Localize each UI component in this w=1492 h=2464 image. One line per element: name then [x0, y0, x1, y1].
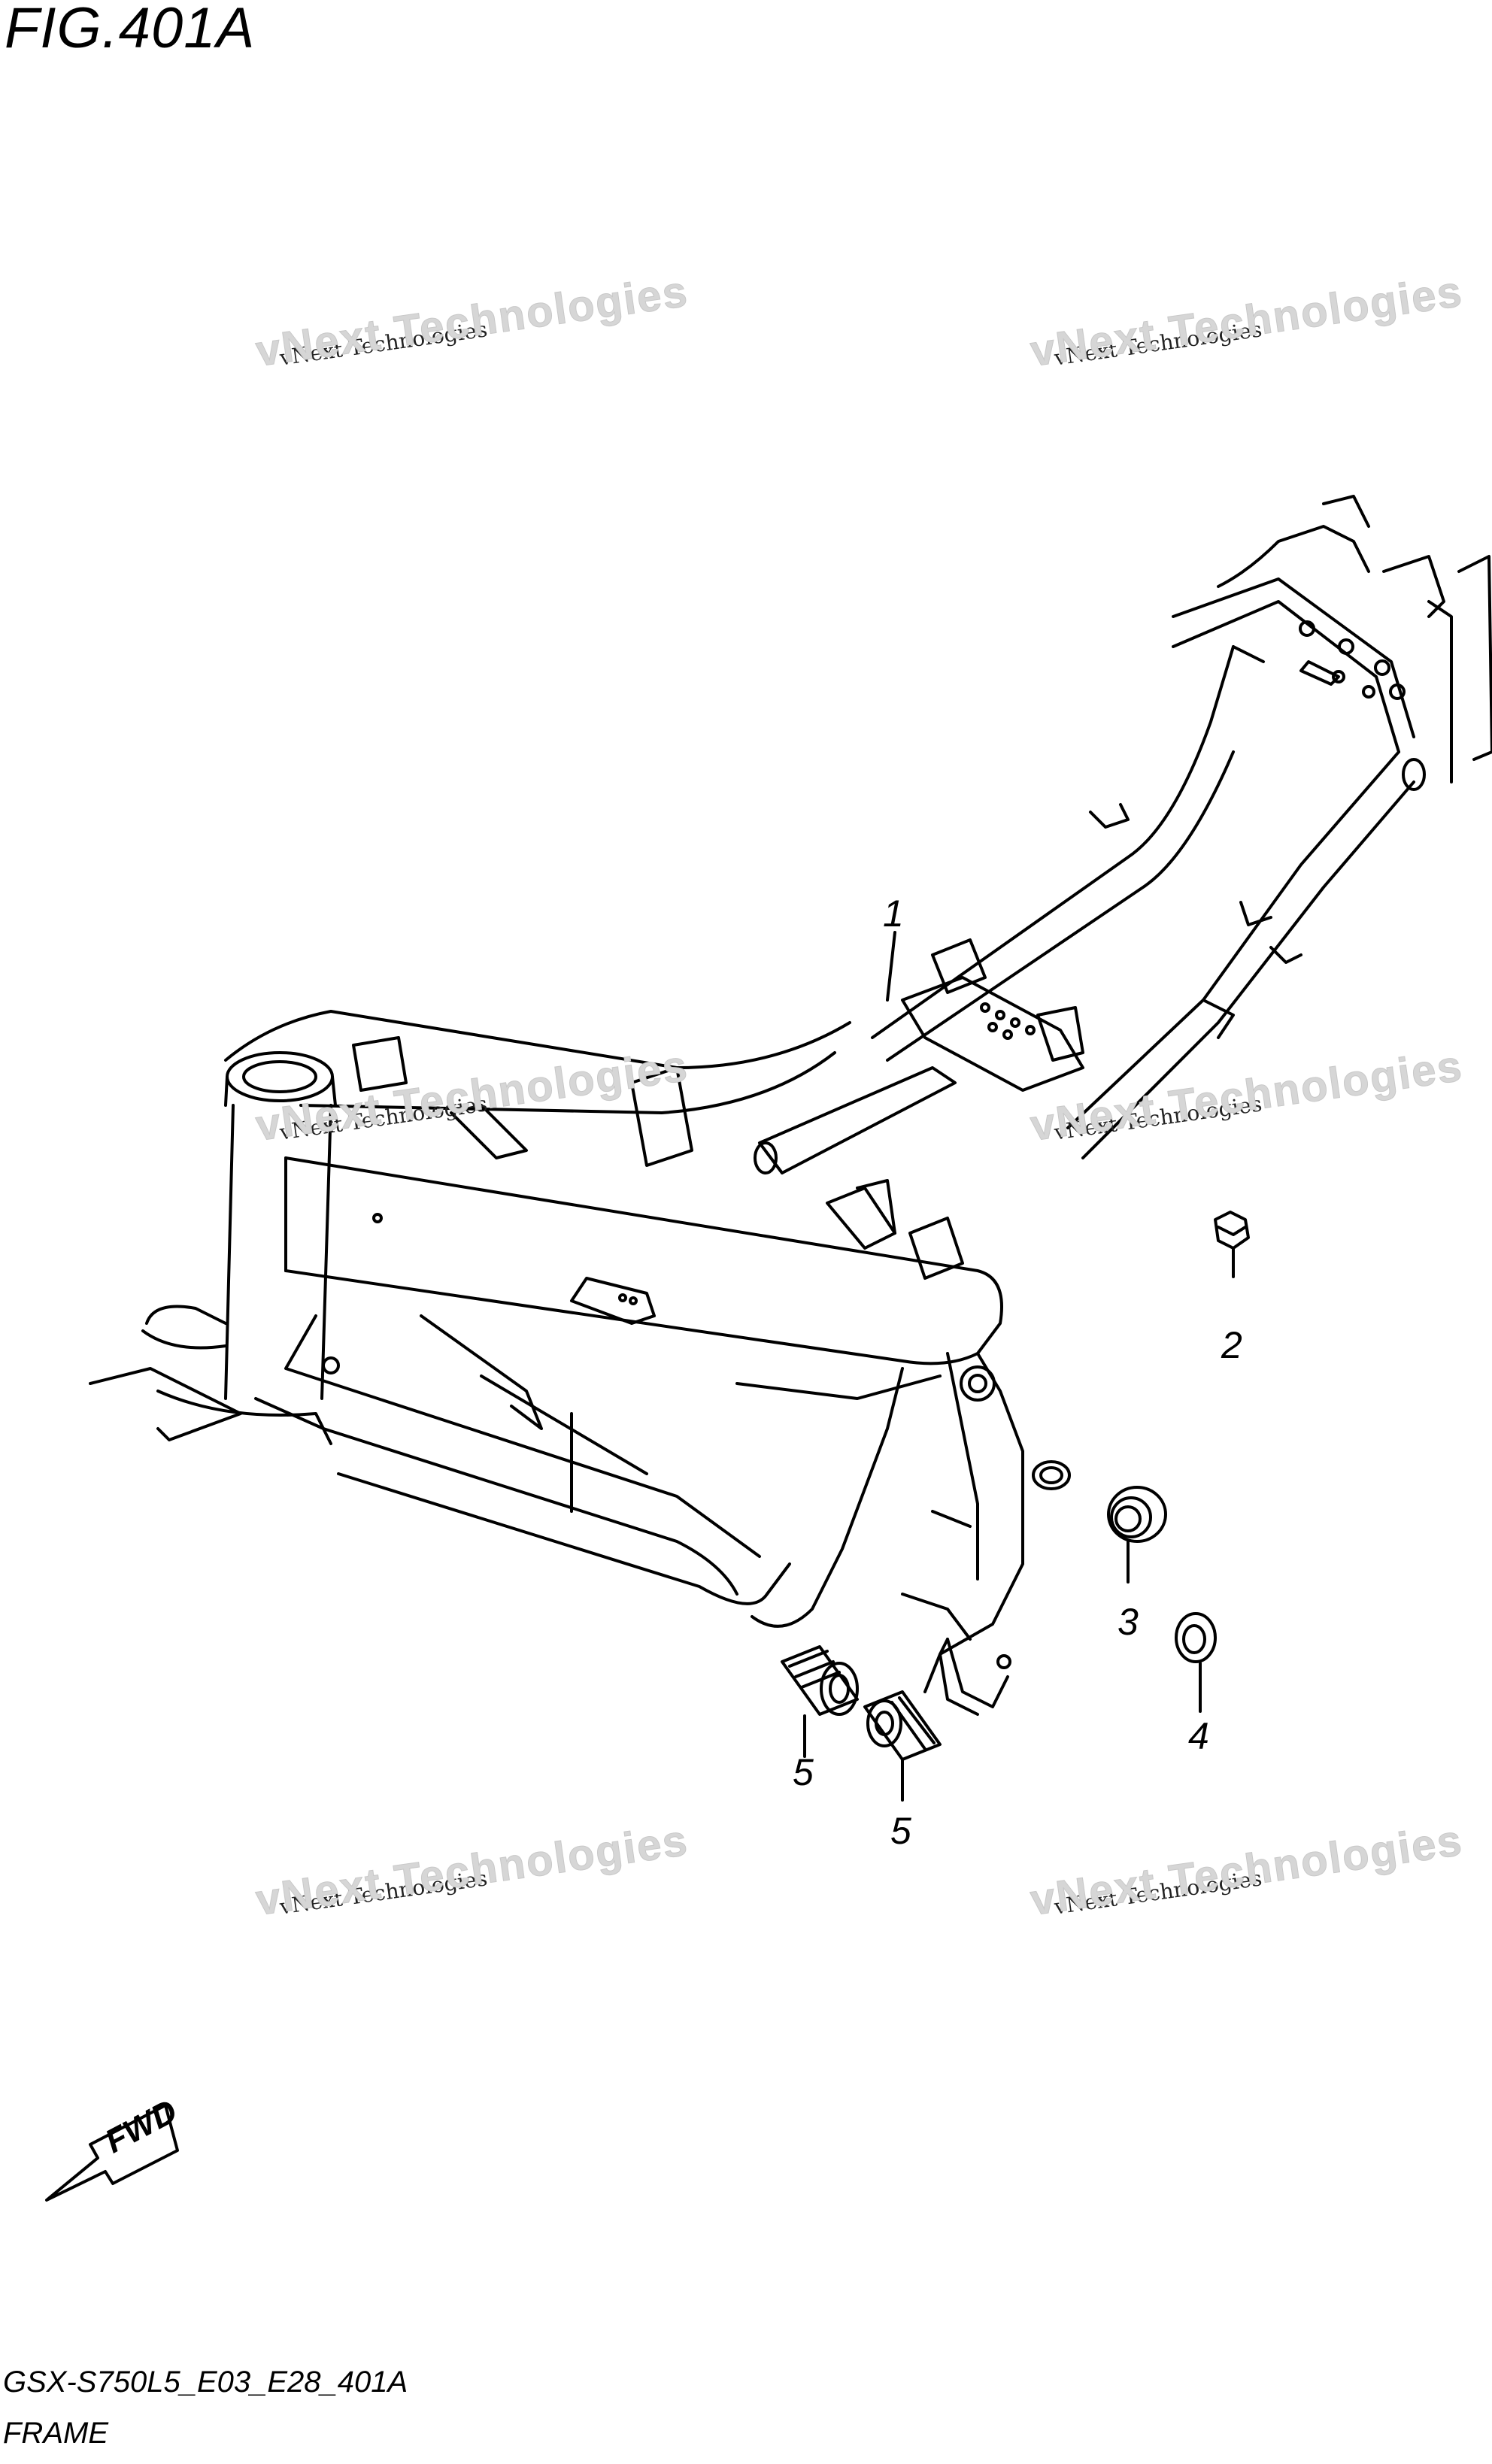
bushing-part-5b [863, 1690, 942, 1802]
callout-3: 3 [1117, 1601, 1139, 1643]
figure-name: FRAME [3, 2417, 108, 2450]
bushing-part-5a [781, 1645, 859, 1758]
clip-part-2 [1214, 1211, 1250, 1278]
grommet-part-3 [1107, 1486, 1167, 1584]
callout-2: 2 [1221, 1324, 1242, 1366]
callout-5a: 5 [793, 1751, 814, 1793]
figure-title: FIG.401A [5, 0, 256, 60]
frame-part [89, 495, 1492, 1716]
fwd-arrow-icon [45, 2104, 179, 2202]
leader-line-1 [886, 931, 896, 1002]
washer-part-4 [1175, 1612, 1217, 1713]
callout-1: 1 [883, 893, 904, 935]
callout-5b: 5 [890, 1810, 911, 1852]
model-code: GSX-S750L5_E03_E28_401A [3, 2366, 408, 2399]
callout-4: 4 [1188, 1715, 1209, 1757]
